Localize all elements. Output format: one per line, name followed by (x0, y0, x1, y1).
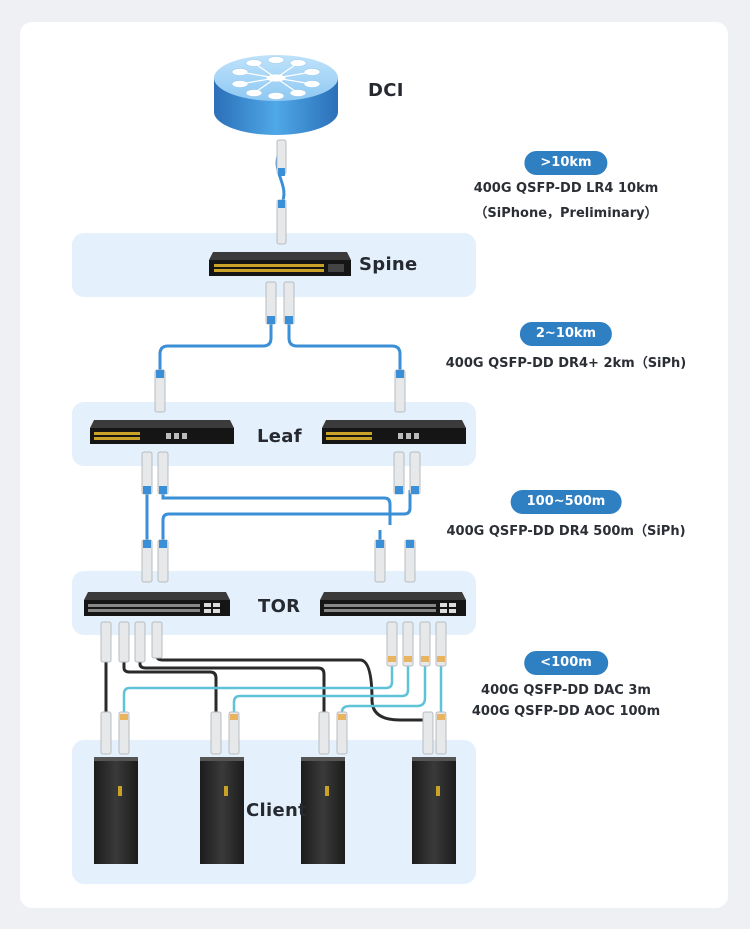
dci-router-icon (214, 55, 338, 135)
tor-label: TOR (258, 596, 301, 617)
leaf-tor-links (145, 490, 412, 545)
spine-leaf-transceivers (154, 281, 406, 413)
tor-switch-right-icon (320, 592, 466, 616)
spec-line: （SiPhone，Preliminary） (474, 206, 658, 221)
distance-badge-spine: 2~10km (519, 322, 613, 346)
distance-badge-leaf: 100~500m (510, 490, 622, 514)
client-tier-box (72, 740, 476, 884)
spine-switch-icon (209, 252, 351, 276)
spec-line: 400G QSFP-DD LR4 10km (473, 181, 659, 196)
dci-spine-link (275, 139, 287, 245)
spec-line: 400G QSFP-DD DAC 3m (481, 683, 651, 698)
tor-client-transceivers (100, 621, 447, 755)
tor-client-dac-cables (104, 655, 430, 728)
spec-line: 400G QSFP-DD DR4+ 2km（SiPh) (445, 356, 687, 371)
distance-badge-tor: <100m (524, 651, 608, 675)
tor-switch-left-icon (84, 592, 230, 616)
dci-label: DCI (368, 80, 404, 101)
tor-client-aoc-cables (122, 665, 443, 715)
leaf-tor-transceivers (141, 451, 421, 583)
spec-line: 400G QSFP-DD AOC 100m (471, 704, 661, 719)
leaf-switch-left-icon (90, 420, 234, 444)
leaf-label: Leaf (257, 426, 302, 447)
client-rack-icon-2 (200, 757, 244, 864)
leaf-switch-right-icon (322, 420, 466, 444)
client-rack-icon-1 (94, 757, 138, 864)
spine-leaf-links (158, 320, 402, 375)
spine-label: Spine (359, 254, 418, 275)
client-rack-icon-4 (412, 757, 456, 864)
client-rack-icon-3 (301, 757, 345, 864)
spec-line: 400G QSFP-DD DR4 500m（SiPh) (446, 524, 686, 539)
client-label: Client (246, 800, 307, 821)
distance-badge-dci: >10km (524, 151, 608, 175)
